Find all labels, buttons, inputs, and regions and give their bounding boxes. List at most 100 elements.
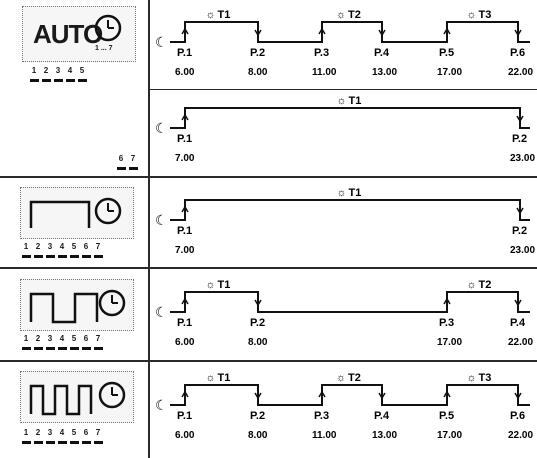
day-bar xyxy=(41,79,51,82)
switch-time: 6.00 xyxy=(175,337,195,348)
day-number: 4 xyxy=(59,242,65,251)
day-bar xyxy=(69,441,79,444)
day-number: 1 xyxy=(23,428,29,437)
arrow-down-icon xyxy=(378,29,386,37)
schedule-step-line xyxy=(170,21,530,43)
day-bar xyxy=(69,255,79,258)
period-label: T3 xyxy=(479,372,492,384)
sun-icon: ☼ xyxy=(336,372,346,384)
switch-time: 23.00 xyxy=(510,245,535,256)
switch-time: 23.00 xyxy=(510,153,535,164)
schedule-step-line xyxy=(170,107,530,129)
period-label: T2 xyxy=(348,9,361,21)
switch-time: 8.00 xyxy=(248,430,268,441)
day-number: 6 xyxy=(83,334,89,343)
day-number: 4 xyxy=(67,66,73,75)
sun-icon: ☼ xyxy=(337,95,347,107)
switch-time: 17.00 xyxy=(437,337,462,348)
day-bar xyxy=(29,79,39,82)
switch-time: 22.00 xyxy=(508,337,533,348)
day-bar xyxy=(33,255,43,258)
day-number: 3 xyxy=(47,334,53,343)
sun-icon: ☼ xyxy=(206,279,216,291)
schedule-step-line xyxy=(170,199,530,221)
day-bar xyxy=(77,79,87,82)
switch-time: 11.00 xyxy=(312,67,337,78)
switch-time: 17.00 xyxy=(437,430,462,441)
day-bar xyxy=(53,79,63,82)
day-bar xyxy=(128,167,138,170)
switch-point-label: P.3 xyxy=(439,317,454,329)
day-number: 2 xyxy=(35,242,41,251)
switch-point-label: P.6 xyxy=(510,410,525,422)
single-period-icon xyxy=(20,187,134,239)
period-label: T1 xyxy=(218,9,231,21)
switch-point-label: P.1 xyxy=(177,317,192,329)
auto-mode-icon: AUTO 1 ... 7 xyxy=(22,6,136,62)
arrow-up-icon xyxy=(181,205,189,213)
arrow-up-icon xyxy=(181,113,189,121)
switch-time: 17.00 xyxy=(437,67,462,78)
day-number: 3 xyxy=(47,242,53,251)
switch-time: 8.00 xyxy=(248,337,268,348)
section-divider-2 xyxy=(0,267,537,269)
arrow-up-icon xyxy=(181,27,189,35)
day-bar xyxy=(116,167,126,170)
switch-time: 22.00 xyxy=(508,430,533,441)
day-bar xyxy=(33,347,43,350)
auto-label: AUTO xyxy=(33,19,103,49)
arrow-down-icon xyxy=(378,392,386,400)
day-number: 5 xyxy=(71,242,77,251)
single-pulse-icon xyxy=(29,200,91,228)
period-label: T2 xyxy=(479,279,492,291)
day-bar xyxy=(21,347,31,350)
day-number: 1 xyxy=(31,66,37,75)
arrow-down-icon xyxy=(516,207,524,215)
clock-icon xyxy=(94,197,122,225)
day-number: 6 xyxy=(118,154,124,163)
arrow-down-icon xyxy=(254,299,262,307)
day-bar xyxy=(81,441,91,444)
day-number: 7 xyxy=(95,334,101,343)
moon-icon: ☾ xyxy=(155,397,168,413)
switch-point-label: P.5 xyxy=(439,410,454,422)
day-bar xyxy=(69,347,79,350)
day-number: 2 xyxy=(35,334,41,343)
schedule-step-line xyxy=(170,384,530,406)
day-bar xyxy=(93,441,103,444)
day-number: 4 xyxy=(59,334,65,343)
clock-icon xyxy=(94,14,122,42)
period-label: T1 xyxy=(218,279,231,291)
period-label: T3 xyxy=(479,9,492,21)
day-number: 6 xyxy=(83,428,89,437)
switch-point-label: P.5 xyxy=(439,47,454,59)
switch-point-label: P.4 xyxy=(374,410,390,422)
schedule-step-line xyxy=(170,291,530,313)
period-label: T1 xyxy=(349,187,362,199)
moon-icon: ☾ xyxy=(155,304,168,320)
moon-icon: ☾ xyxy=(155,212,168,228)
sun-icon: ☼ xyxy=(336,9,346,21)
day-number: 5 xyxy=(79,66,85,75)
arrow-up-icon xyxy=(443,390,451,398)
clock-icon xyxy=(98,289,126,317)
period-label: T2 xyxy=(348,372,361,384)
switch-point-label: P.2 xyxy=(250,47,265,59)
arrow-up-icon xyxy=(443,27,451,35)
two-period-icon xyxy=(20,279,134,331)
double-pulse-icon xyxy=(29,292,99,324)
switch-time: 13.00 xyxy=(372,430,397,441)
day-bar xyxy=(57,441,67,444)
switch-point-label: P.2 xyxy=(250,410,265,422)
day-bar xyxy=(45,347,55,350)
sun-icon: ☼ xyxy=(337,187,347,199)
day-bar xyxy=(57,347,67,350)
day-bar xyxy=(65,79,75,82)
arrow-up-icon xyxy=(318,390,326,398)
arrow-up-icon xyxy=(181,390,189,398)
arrow-down-icon xyxy=(516,115,524,123)
triple-pulse-icon xyxy=(29,384,93,416)
arrow-down-icon xyxy=(254,392,262,400)
